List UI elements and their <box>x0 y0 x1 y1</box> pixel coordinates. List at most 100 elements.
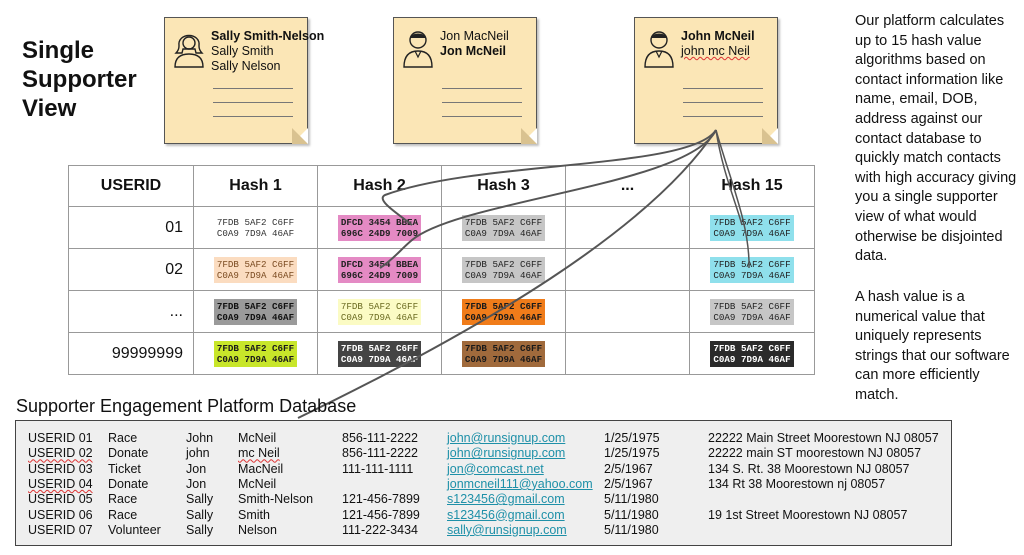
hash-value-line: 7FDB 5AF2 C6FF <box>216 300 295 312</box>
first-name-text: Jon <box>186 476 207 491</box>
phone-text: 856-111-2222 <box>342 431 418 445</box>
email-link[interactable]: sally@runsignup.com <box>447 522 567 537</box>
address-text: 134 Rt 38 Moorestown nj 08057 <box>708 476 886 491</box>
hash-value-line: 7FDB 5AF2 C6FF <box>340 300 419 312</box>
contact-names: Jon MacNeil Jon McNeil <box>440 29 509 59</box>
first-name-text: john <box>186 446 210 461</box>
contact-name: john mc Neil <box>681 44 750 58</box>
userid-text: USERID 05 <box>28 492 93 507</box>
note-fold <box>762 128 778 144</box>
userid-text: USERID 01 <box>28 431 93 445</box>
hash-value-line: C0A9 7D9A 46AF <box>340 311 419 323</box>
contact-note-john: John McNeil john mc Neil <box>634 17 778 144</box>
userid-cell: 01 <box>68 206 194 249</box>
hash-value-line: 7FDB 5AF2 C6FF <box>713 300 791 312</box>
contact-names: Sally Smith-Nelson Sally Smith Sally Nel… <box>211 29 324 74</box>
hash-value-line: 7FDB 5AF2 C6FF <box>464 342 543 354</box>
type-text: Donate <box>108 446 149 461</box>
type-text: Race <box>108 507 138 522</box>
last-name-text: Smith <box>238 507 270 522</box>
userid-text: USERID 03 <box>28 461 93 476</box>
userid-text: USERID 06 <box>28 507 93 522</box>
address-text: 22222 main ST moorestown NJ 08057 <box>708 446 922 461</box>
type-text: Race <box>108 492 138 507</box>
hash-value-line: C0A9 7D9A 46AF <box>216 227 295 239</box>
hash-value-line: DFCD 3454 BBEA <box>340 216 419 228</box>
hash-value-line: C0A9 7D9A 46AF <box>340 353 419 365</box>
hash-cell <box>565 332 690 375</box>
first-name-text: Sally <box>186 507 214 522</box>
note-fold <box>292 128 308 144</box>
email-link[interactable]: jon@comcast.net <box>447 461 544 476</box>
column-header: USERID <box>68 165 194 207</box>
first-name-text: Jon <box>186 461 207 476</box>
first-name-text: Sally <box>186 522 214 537</box>
userid-cell: 02 <box>68 248 194 291</box>
hash-value-line: C0A9 7D9A 46AF <box>464 311 543 323</box>
phone-text: 121-456-7899 <box>342 492 420 507</box>
description-paragraph: Our platform calculates up to 15 hash va… <box>855 13 1017 265</box>
hash-cell <box>565 206 690 249</box>
email-link[interactable]: john@runsignup.com <box>447 446 566 461</box>
contact-name: Jon McNeil <box>440 44 506 58</box>
type-text: Volunteer <box>108 522 161 537</box>
last-name-text: MacNeil <box>238 461 284 476</box>
hash-value-line: C0A9 7D9A 46AF <box>713 269 791 281</box>
contact-note-sally: Sally Smith-Nelson Sally Smith Sally Nel… <box>164 17 324 144</box>
column-header: Hash 3 <box>441 165 566 207</box>
email-link[interactable]: s123456@gmail.com <box>447 492 565 507</box>
column-header: Hash 1 <box>193 165 318 207</box>
note-line <box>213 88 293 89</box>
first-name-text: John <box>186 431 214 445</box>
contact-name: Jon MacNeil <box>440 29 509 43</box>
email-link[interactable]: s123456@gmail.com <box>447 507 565 522</box>
phone-text: 121-456-7899 <box>342 507 420 522</box>
email-link[interactable]: jonmcneil111@yahoo.com <box>447 476 593 491</box>
hash-value-line: C0A9 7D9A 46AF <box>713 311 791 323</box>
hash-value-line: 7FDB 5AF2 C6FF <box>216 216 295 228</box>
title-line: View <box>22 95 77 122</box>
type-text: Race <box>108 431 138 445</box>
hash-value-line: C0A9 7D9A 46AF <box>713 353 791 365</box>
note-fold <box>521 128 537 144</box>
female-person-icon <box>174 34 204 68</box>
email-link[interactable]: john@runsignup.com <box>447 431 566 445</box>
column-header: Hash 15 <box>689 165 815 207</box>
first-name-text: Sally <box>186 492 214 507</box>
userid-cell: 99999999 <box>68 332 194 375</box>
hash-value-line: 7FDB 5AF2 C6FF <box>464 300 543 312</box>
hash-value-line: C0A9 7D9A 46AF <box>464 353 543 365</box>
hash-value-line: C0A9 7D9A 46AF <box>464 227 543 239</box>
dob-text: 2/5/1967 <box>604 476 653 491</box>
userid-text: USERID 04 <box>28 476 93 491</box>
male-person-icon <box>403 31 433 68</box>
note-line <box>442 88 522 89</box>
note-line <box>442 116 522 117</box>
hash-table: USERID Hash 1 Hash 2 Hash 3 ... Hash 15 … <box>68 165 815 375</box>
hash-value-line: C0A9 7D9A 46AF <box>216 311 295 323</box>
note-line <box>442 102 522 103</box>
type-text: Ticket <box>108 461 141 476</box>
